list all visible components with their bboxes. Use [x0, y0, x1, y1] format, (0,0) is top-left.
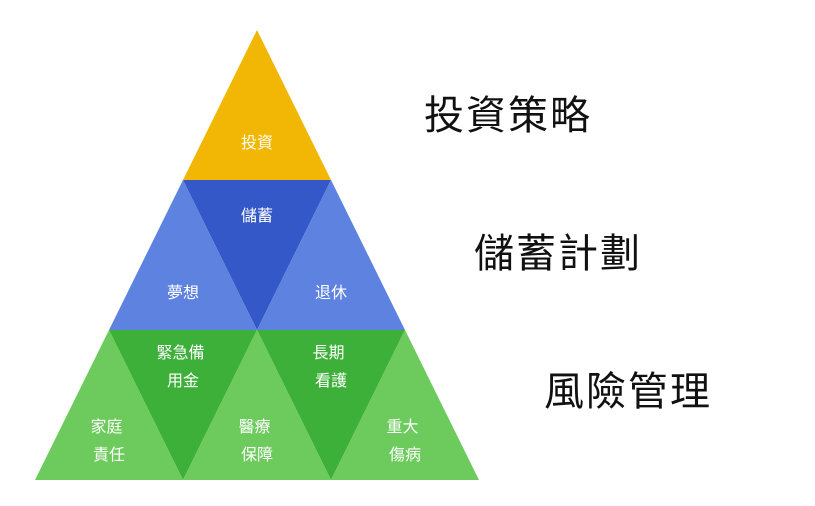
title-investment-strategy: 投資策略 [424, 93, 592, 139]
risk-cell-right [331, 330, 479, 480]
risk-cell-left [35, 330, 183, 480]
label-critical-illness: 重大 傷病 [386, 417, 423, 464]
title-risk-management: 風險管理 [544, 369, 712, 415]
risk-cell-center [183, 330, 331, 480]
risk-tier [35, 330, 479, 480]
investment-tier [183, 30, 331, 180]
risk-cell-upper-left [109, 330, 257, 480]
label-investment: 投資 [241, 133, 273, 152]
risk-cell-upper-right [257, 330, 405, 480]
label-retirement: 退休 [315, 283, 347, 302]
savings-cell-center [183, 180, 331, 330]
title-savings-plan: 儲蓄計劃 [474, 231, 642, 277]
label-longterm-care: 長期 看護 [312, 343, 349, 390]
label-emergency-fund: 緊急備 用金 [156, 343, 209, 390]
savings-cell-right [257, 180, 405, 330]
label-medical-coverage: 醫療 保障 [238, 417, 275, 464]
label-family-responsibility: 家庭 責任 [90, 417, 127, 464]
label-dream: 夢想 [167, 283, 199, 302]
savings-cell-left [109, 180, 257, 330]
label-savings: 儲蓄 [241, 206, 273, 225]
savings-tier [109, 180, 405, 330]
